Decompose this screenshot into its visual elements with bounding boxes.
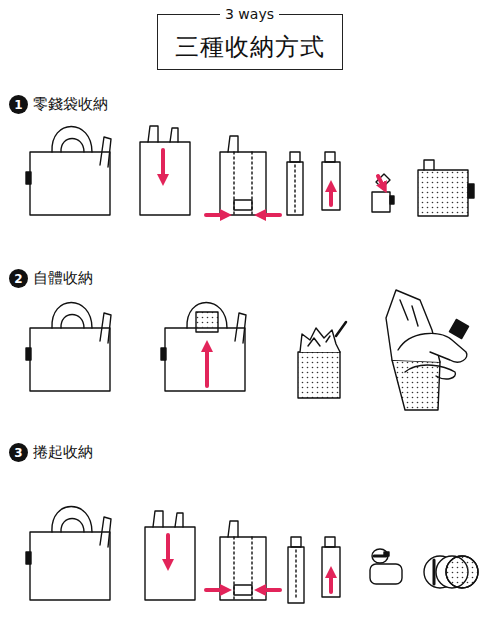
bag-open [26, 507, 111, 601]
bag-strip-fold [322, 537, 340, 597]
bag-inner-pocket [161, 303, 246, 392]
hands-stuffing [386, 290, 469, 410]
title-tag: 3 ways [220, 6, 279, 22]
section-heading: 零錢袋收納 [33, 95, 108, 113]
step-number: 3 [9, 443, 28, 462]
bag-open [26, 303, 111, 392]
bag-thirds [206, 136, 280, 215]
pouch-insert [372, 174, 394, 212]
section-heading: 捲起收納 [33, 443, 93, 461]
pouch-stuffing [298, 322, 346, 398]
bag-folded [140, 126, 190, 215]
title-box: 3 ways三種收納方式 [157, 14, 343, 70]
title-text: 三種收納方式 [175, 33, 325, 61]
bag-thirds [206, 521, 280, 600]
bag-folded [145, 511, 195, 600]
callout-number: 2 [14, 273, 22, 285]
bag-strip [287, 152, 303, 215]
bag-roll [370, 549, 402, 584]
bag-strip-fold [322, 152, 340, 210]
section-heading: 自體收納 [33, 269, 93, 287]
bag-strip [288, 537, 304, 603]
callout-number: 1 [14, 99, 22, 111]
pouch-done [418, 160, 474, 216]
step-number: 1 [9, 95, 28, 114]
bag-rolled-ends [424, 556, 478, 588]
step-number: 2 [9, 269, 28, 288]
callout-number: 3 [14, 447, 22, 459]
bag-open [26, 127, 111, 216]
